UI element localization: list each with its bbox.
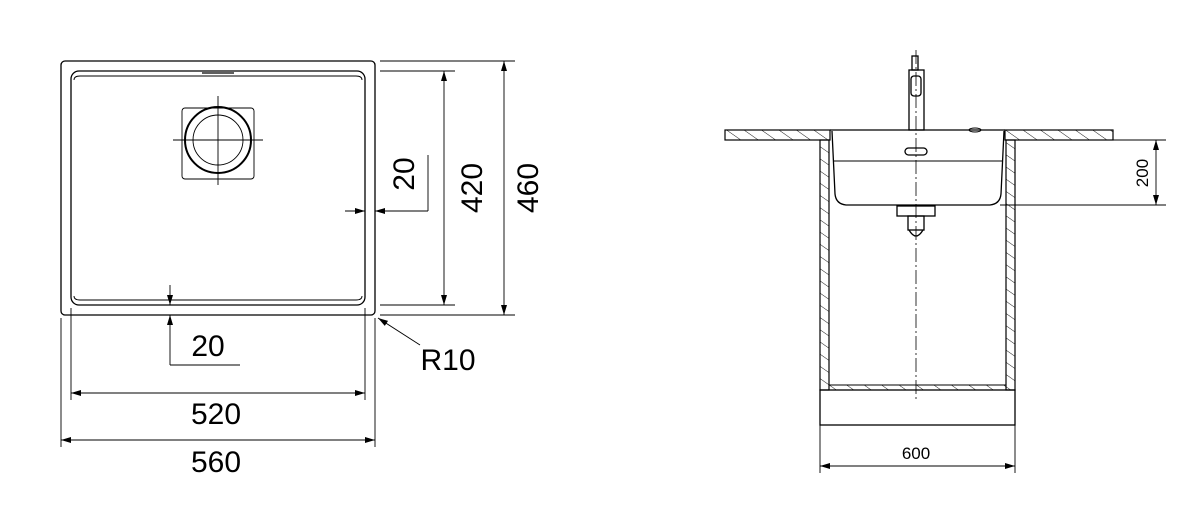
- dim-side-margin: 20: [388, 157, 421, 190]
- section-view: 200 600: [724, 50, 1166, 473]
- dim-depth-outer: 460: [512, 163, 545, 213]
- plan-view: 20 420 460 20 R10 520 560: [60, 60, 545, 479]
- cabinet-bottom: [828, 384, 1007, 391]
- drain-icon: [173, 96, 263, 185]
- bowl-rim-top: [73, 75, 363, 81]
- countertop-right: [1004, 129, 1114, 141]
- dim-corner-radius: R10: [420, 344, 475, 377]
- cabinet-wall-right: [1005, 139, 1016, 391]
- drain-trap-icon: [896, 205, 936, 237]
- dim-width-outer: 560: [191, 446, 241, 479]
- dim-bottom-margin: 20: [191, 330, 224, 363]
- dim-cabinet-width: 600: [902, 444, 930, 463]
- sink-outer-outline: [60, 60, 376, 316]
- dim-depth-inner: 420: [456, 163, 489, 213]
- sink-bowl-outline: [70, 70, 366, 306]
- overflow-icon: [904, 147, 928, 156]
- cabinet-wall-left: [819, 139, 830, 391]
- cabinet-plinth: [819, 389, 1016, 426]
- tap-hole-button: [968, 127, 982, 133]
- faucet-icon: [908, 55, 925, 131]
- dim-bowl-depth: 200: [1133, 159, 1152, 187]
- dim-width-inner: 520: [191, 398, 241, 431]
- bowl-rim-bottom: [73, 295, 363, 301]
- sink-bowl-section: [831, 130, 1005, 206]
- countertop-left: [724, 129, 831, 141]
